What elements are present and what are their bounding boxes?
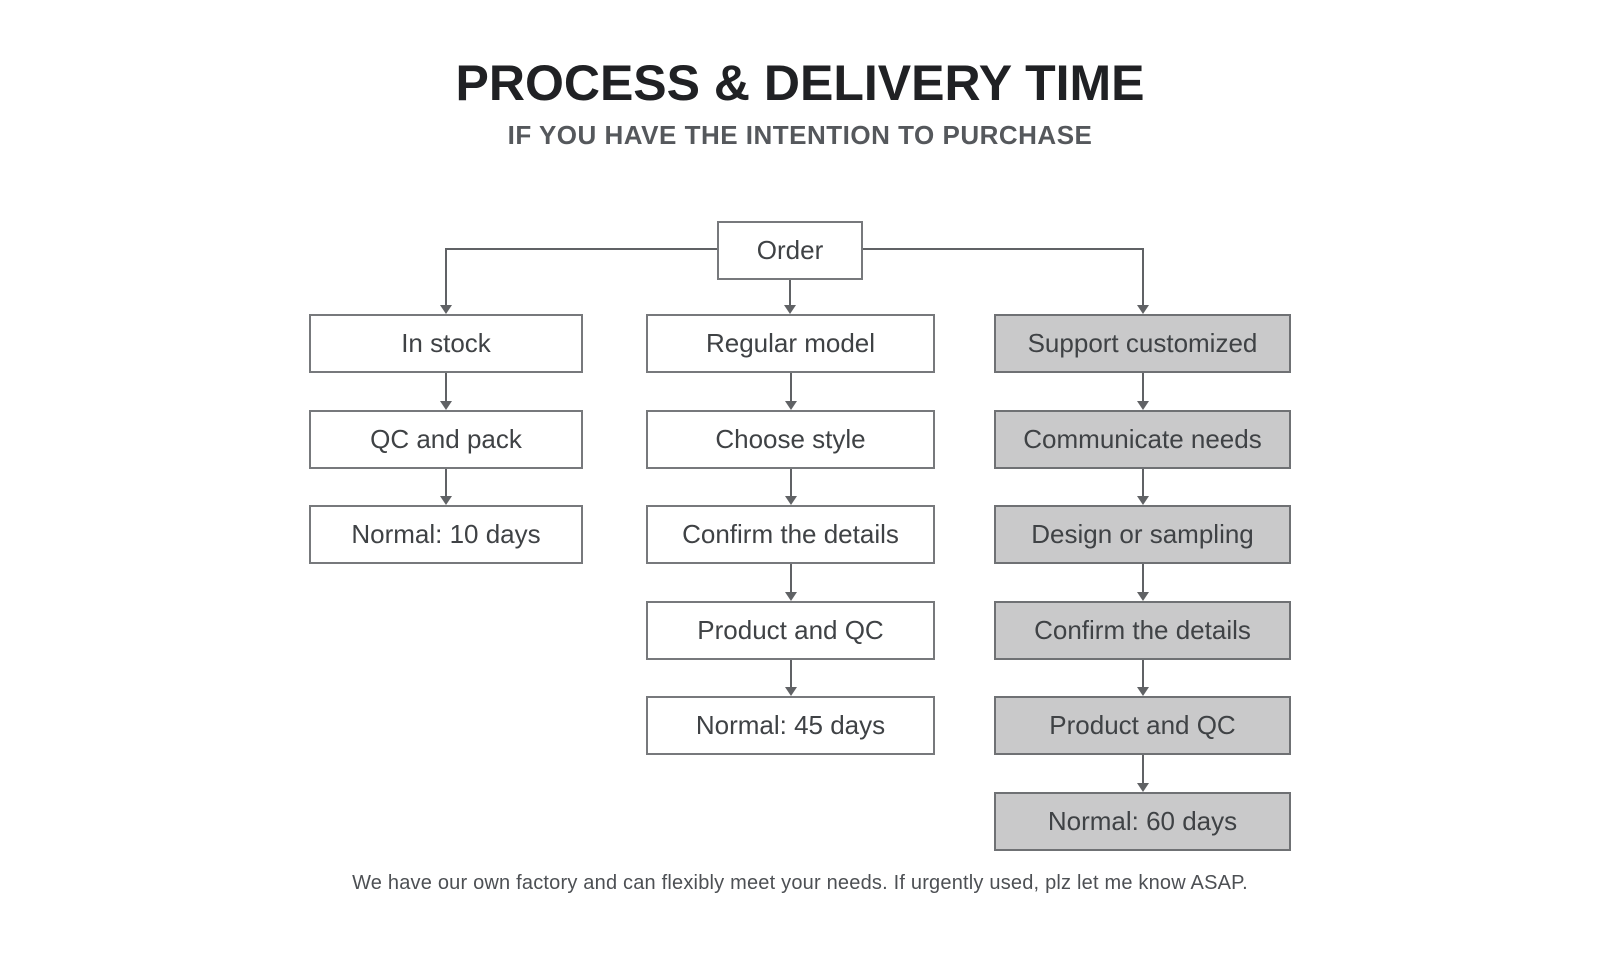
flow-step: Design or sampling [994, 505, 1291, 564]
arrow-down-icon [440, 305, 452, 314]
arrow-down-icon [646, 373, 935, 410]
footer-note: We have our own factory and can flexibly… [352, 872, 1248, 894]
arrow-down-icon [646, 469, 935, 506]
flow-column-in-stock: In stock QC and pack Normal: 10 days [309, 314, 583, 564]
flow-step: Support customized [994, 314, 1291, 373]
arrow-down-icon [994, 469, 1291, 506]
flow-step: In stock [309, 314, 583, 373]
flow-step: Normal: 60 days [994, 791, 1291, 851]
flow-step: Confirm the details [646, 505, 935, 564]
flow-step: Communicate needs [994, 409, 1291, 469]
flow-column-regular-model: Regular model Choose style Confirm the d… [646, 314, 935, 755]
flow-step: Confirm the details [994, 600, 1291, 660]
flow-step: QC and pack [309, 409, 583, 469]
flow-step: Product and QC [994, 696, 1291, 755]
arrow-down-icon [994, 564, 1291, 601]
flow-step: Regular model [646, 314, 935, 373]
arrow-down-icon [994, 755, 1291, 792]
arrow-down-icon [994, 373, 1291, 410]
connector-line-right-drop [1142, 248, 1144, 306]
connector-line-left-drop [445, 248, 447, 306]
connector-line-right [863, 248, 1143, 250]
arrow-down-icon [309, 469, 583, 506]
flow-step: Product and QC [646, 600, 935, 660]
flow-step: Choose style [646, 409, 935, 469]
arrow-down-icon [309, 373, 583, 410]
connector-line-middle-drop [789, 280, 791, 306]
flow-column-support-customized: Support customized Communicate needs Des… [994, 314, 1291, 851]
flow-step: Normal: 45 days [646, 696, 935, 755]
arrow-down-icon [1137, 305, 1149, 314]
flow-root-order: Order [717, 221, 863, 280]
arrow-down-icon [646, 660, 935, 697]
page-title: PROCESS & DELIVERY TIME [455, 55, 1145, 111]
connector-line-left [446, 248, 717, 250]
arrow-down-icon [994, 660, 1291, 697]
arrow-down-icon [646, 564, 935, 601]
flow-step: Normal: 10 days [309, 505, 583, 564]
arrow-down-icon [784, 305, 796, 314]
page-subtitle: IF YOU HAVE THE INTENTION TO PURCHASE [507, 120, 1093, 150]
